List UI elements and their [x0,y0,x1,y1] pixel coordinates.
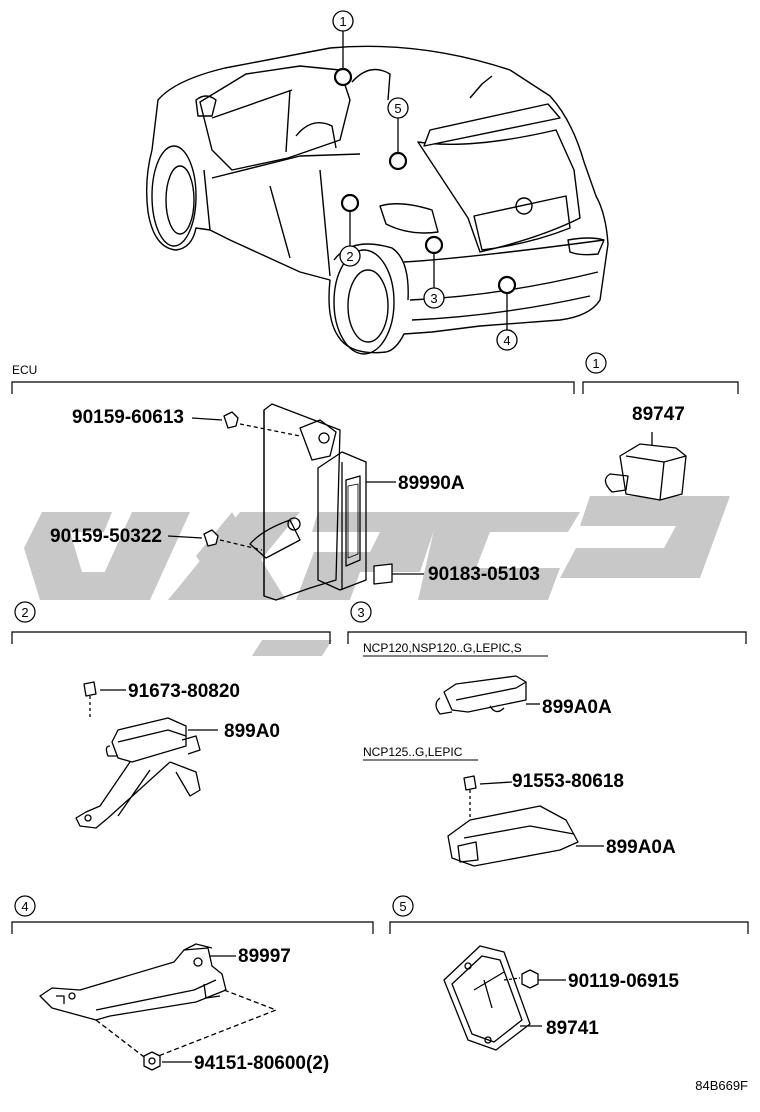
section-number-circles [14,352,607,917]
section-2-number: 2 [21,605,28,620]
callout-4-text: 4 [503,333,510,348]
part-899A0: 899A0 [224,721,280,742]
section-4-number: 4 [21,899,28,914]
vehicle-illustration [145,45,609,355]
ecu-section-label: ECU [12,363,37,377]
part-90183-05103: 90183-05103 [428,564,540,585]
ecu-illustration [167,403,424,601]
part-90119-06915: 90119-06915 [568,971,679,992]
diagram-code: 84B669F [695,1078,748,1093]
part-94151-80600: 94151-80600(2) [194,1053,329,1074]
car-callout-numbers: 1 2 3 4 5 [339,14,510,348]
part-899A0A-variant-b: 899A0A [606,837,676,858]
section-4-illustration [39,943,277,1071]
section-1-number: 1 [592,356,599,371]
part-89741: 89741 [546,1018,599,1039]
section-1-illustration [604,432,687,501]
section-5-illustration [443,945,566,1051]
part-91673-80820: 91673-80820 [128,681,240,702]
variant-a-label: NCP120,NSP120..G,LEPIC,S [363,641,522,655]
part-89747: 89747 [632,404,685,425]
section-3-number: 3 [357,605,364,620]
part-89990A: 89990A [398,473,465,494]
part-89997: 89997 [238,946,291,967]
callout-1-text: 1 [339,14,346,29]
callout-2-text: 2 [346,249,353,264]
callout-5-text: 5 [394,101,401,116]
variant-b-label: NCP125..G,LEPIC [363,745,463,759]
car-callouts [332,10,518,351]
section-2-illustration [75,681,218,829]
section-5-number: 5 [399,899,406,914]
part-91553-80618: 91553-80618 [512,771,624,792]
callout-3-text: 3 [430,291,437,306]
part-90159-60613: 90159-60613 [72,407,184,428]
section-brackets [11,381,749,934]
part-899A0A-variant-a: 899A0A [542,697,612,718]
section-3-illustration [435,675,604,867]
part-90159-50322: 90159-50322 [50,526,162,547]
watermark-logo [24,496,730,656]
